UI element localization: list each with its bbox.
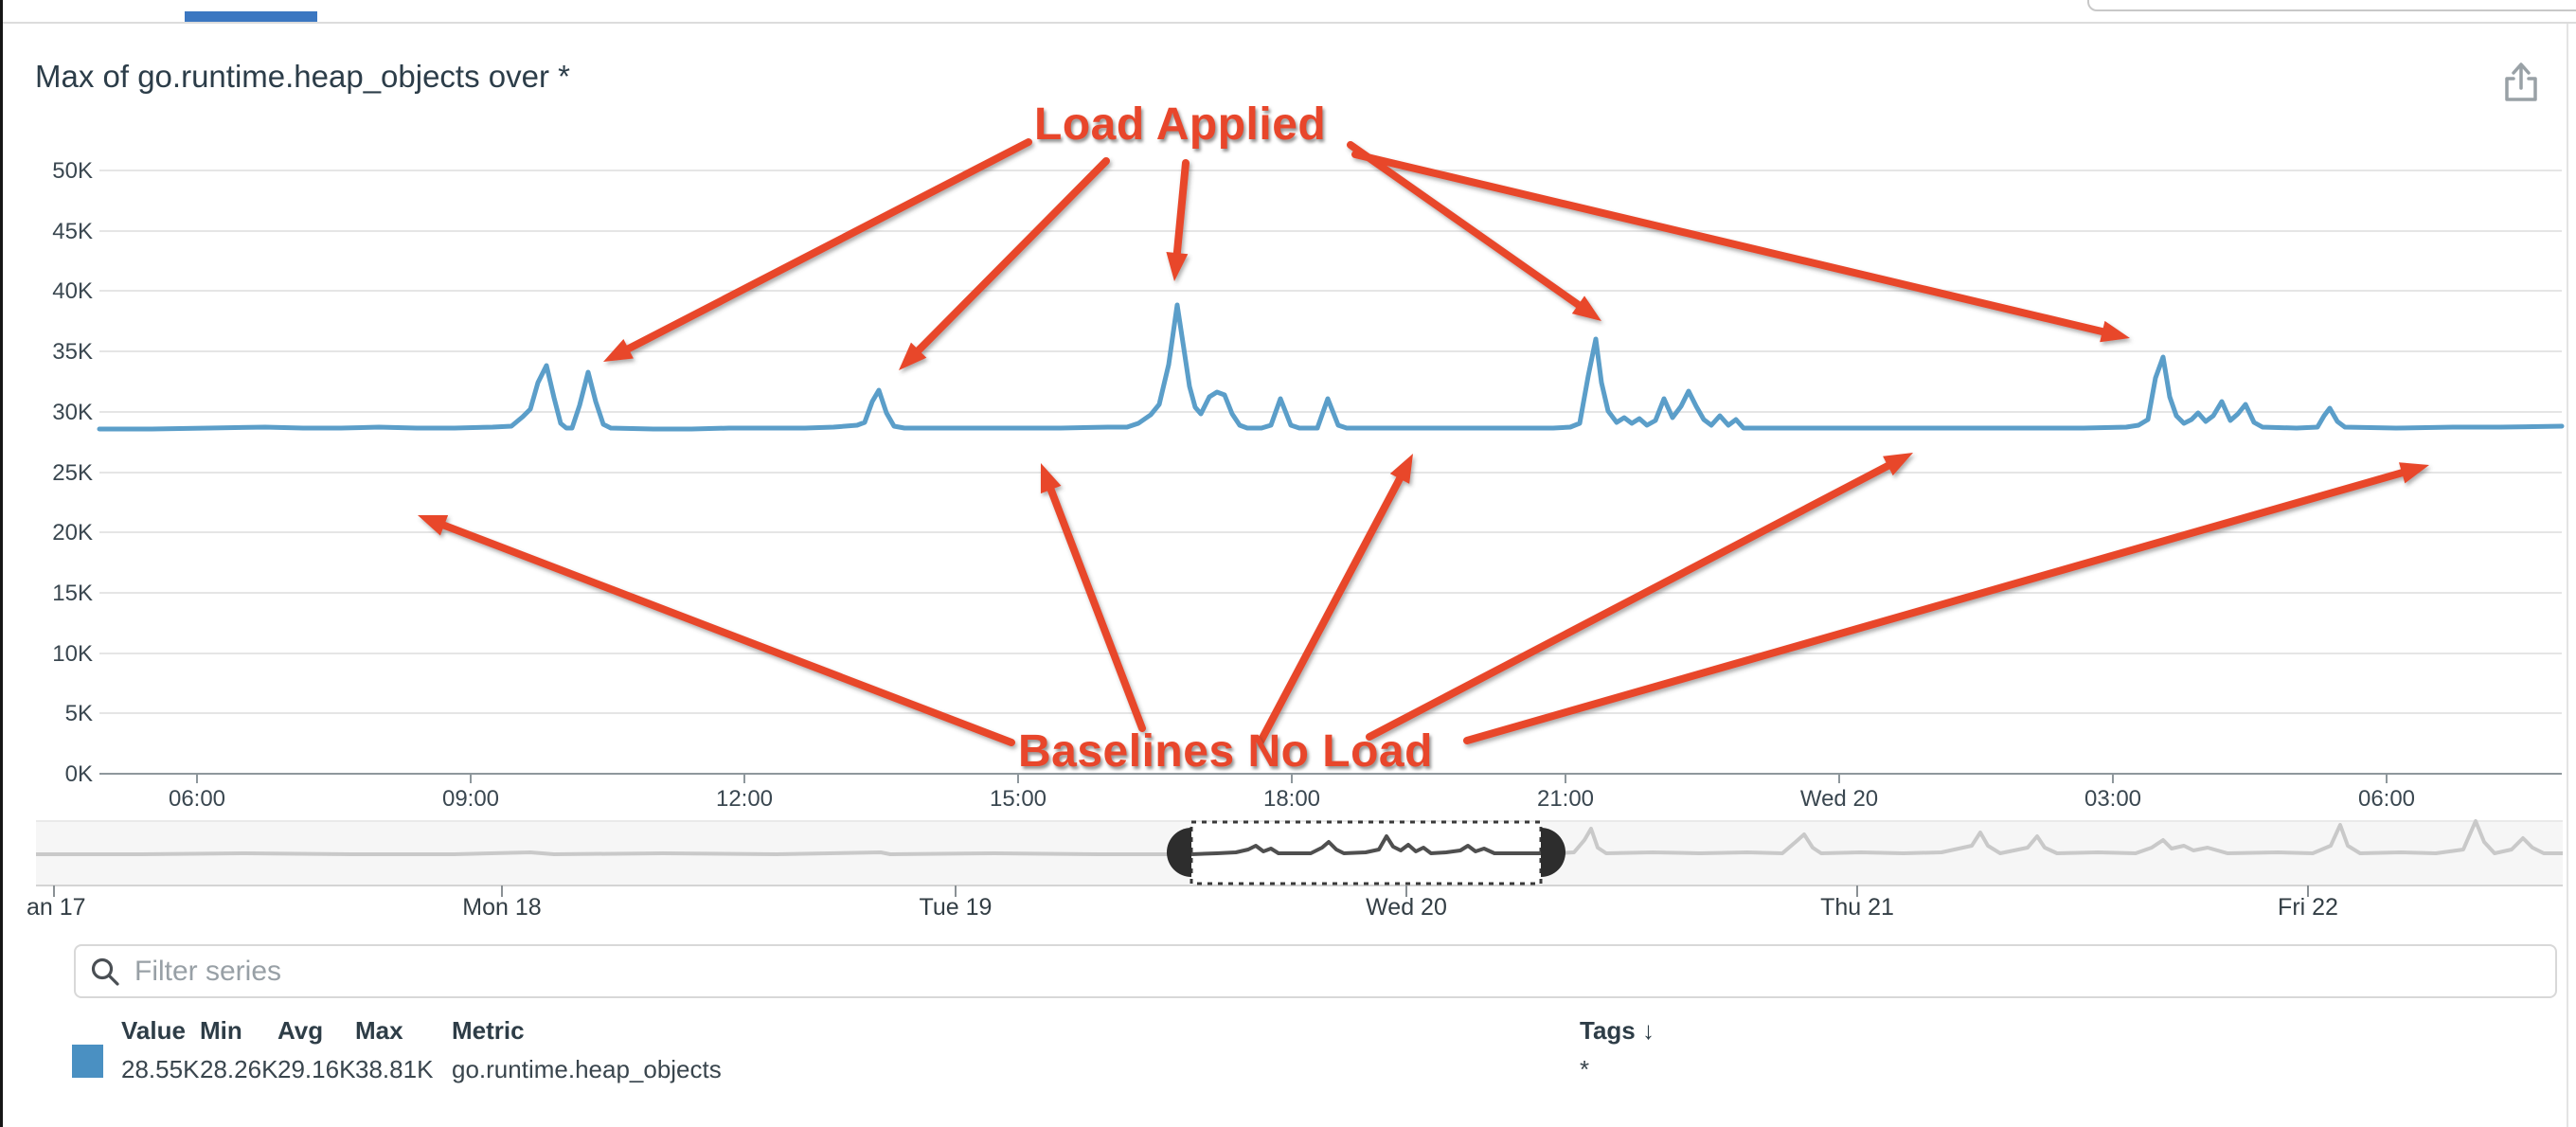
legend-avg: 29.16K xyxy=(277,1055,356,1083)
y-tick-5k: 5K xyxy=(64,701,93,726)
minimap-day-thu21: Thu 21 xyxy=(1820,894,1894,921)
share-icon xyxy=(2498,63,2544,110)
annotation-load-applied: Load Applied xyxy=(1034,99,1327,150)
legend-header-max[interactable]: Max xyxy=(355,1016,403,1045)
x-tick-0300: 03:00 xyxy=(2084,786,2142,812)
partial-searchbox[interactable] xyxy=(2087,0,2576,11)
x-tick-0900: 09:00 xyxy=(441,786,500,812)
active-tab-indicator xyxy=(185,11,317,22)
page-title: Max of go.runtime.heap_objects over * xyxy=(35,59,570,94)
minimap-day-jan17: an 17 xyxy=(27,894,86,921)
x-tick-1200: 12:00 xyxy=(715,786,774,812)
filter-series-input[interactable] xyxy=(74,944,2557,998)
search-icon xyxy=(89,956,121,988)
y-tick-20k: 20K xyxy=(52,520,93,546)
y-tick-40k: 40K xyxy=(52,278,93,304)
y-tick-15k: 15K xyxy=(52,581,93,606)
legend-header-min[interactable]: Min xyxy=(200,1016,242,1045)
x-tick-2100: 21:00 xyxy=(1536,786,1595,812)
minimap-day-wed20: Wed 20 xyxy=(1366,894,1447,921)
minimap-day-fri22: Fri 22 xyxy=(2278,894,2338,921)
filter-series-wrap xyxy=(74,944,2557,998)
minimap-selection[interactable] xyxy=(1190,820,1543,886)
legend-header-avg[interactable]: Avg xyxy=(277,1016,324,1045)
x-tick-wed20: Wed 20 xyxy=(1799,786,1879,812)
minimap-day-ticks xyxy=(53,886,2309,897)
x-tick-1500: 15:00 xyxy=(989,786,1047,812)
y-tick-25k: 25K xyxy=(52,460,93,486)
x-tick-1800: 18:00 xyxy=(1262,786,1321,812)
y-tick-30k: 30K xyxy=(52,400,93,425)
card-left-border xyxy=(0,0,3,1127)
x-tick-0600a: 06:00 xyxy=(168,786,226,812)
minimap-day-tue19: Tue 19 xyxy=(919,894,993,921)
share-button[interactable] xyxy=(2498,59,2544,106)
legend-header-metric[interactable]: Metric xyxy=(452,1016,525,1045)
legend-max: 38.81K xyxy=(355,1055,434,1083)
minimap-handle-left[interactable] xyxy=(1167,828,1191,877)
legend-min: 28.26K xyxy=(200,1055,278,1083)
legend-header-value[interactable]: Value xyxy=(121,1016,186,1045)
minimap-sparkline-right xyxy=(1541,819,2563,855)
legend-value: 28.55K xyxy=(121,1055,200,1083)
card-right-border xyxy=(2567,24,2568,1127)
y-tick-35k: 35K xyxy=(52,339,93,365)
legend-header-tags[interactable]: Tags ↓ xyxy=(1580,1016,1655,1045)
top-divider xyxy=(0,22,2576,24)
x-tick-0600b: 06:00 xyxy=(2357,786,2416,812)
annotation-baselines-no-load: Baselines No Load xyxy=(1018,726,1433,777)
y-tick-0k: 0K xyxy=(64,761,93,787)
minimap-handle-right[interactable] xyxy=(1541,828,1565,877)
y-tick-10k: 10K xyxy=(52,641,93,667)
legend-tags: * xyxy=(1580,1055,1590,1083)
minimap-sparkline-left xyxy=(36,850,1191,856)
minimap-sparkline-selected xyxy=(1190,834,1541,856)
chart-plot-area[interactable] xyxy=(99,170,2562,774)
y-tick-45k: 45K xyxy=(52,219,93,244)
series-color-swatch[interactable] xyxy=(72,1045,103,1078)
legend-metric[interactable]: go.runtime.heap_objects xyxy=(452,1055,722,1083)
y-tick-50k: 50K xyxy=(52,158,93,184)
minimap-day-mon18: Mon 18 xyxy=(462,894,542,921)
minimap-band xyxy=(36,820,2563,886)
